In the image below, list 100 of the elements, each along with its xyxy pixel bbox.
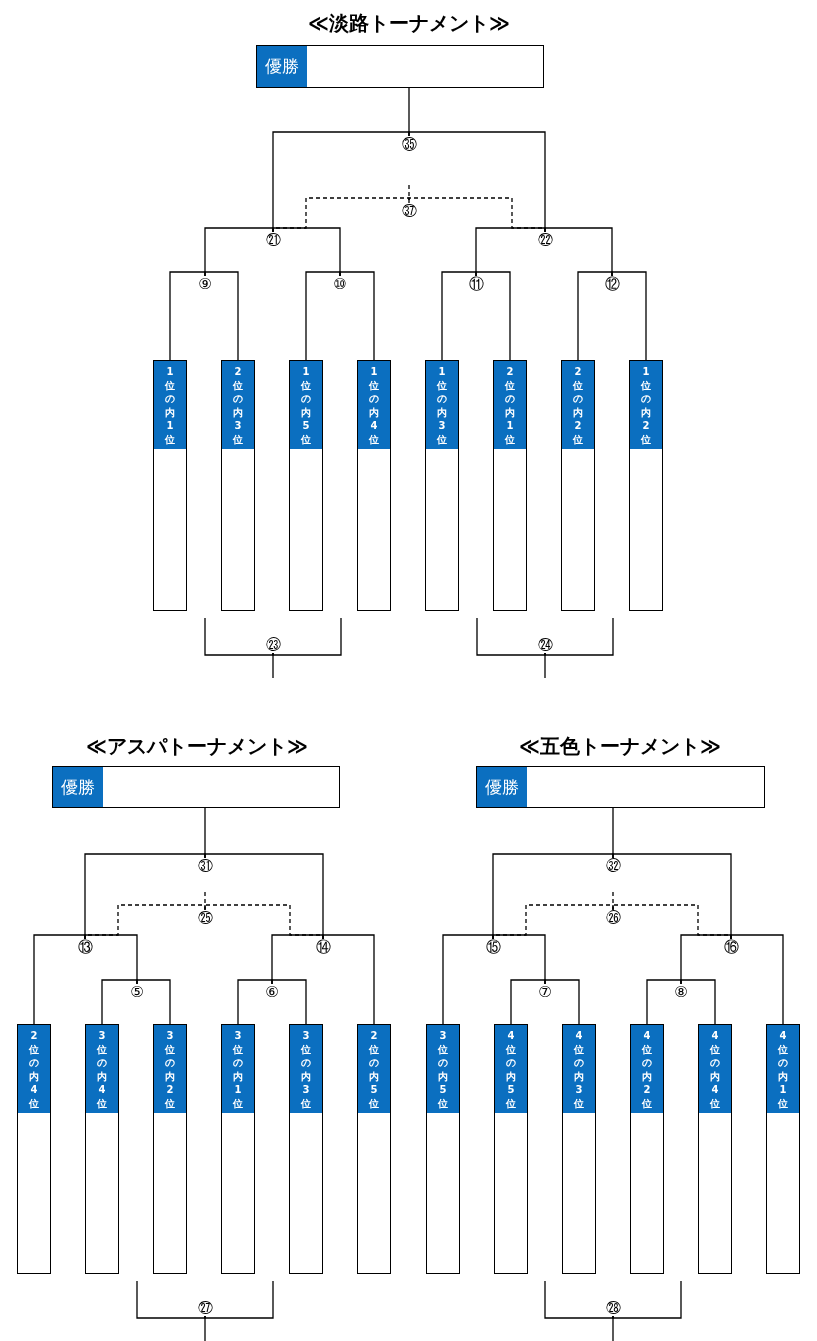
- seed-label: 4位の内3位: [563, 1025, 595, 1113]
- bracket-line: [544, 979, 580, 1025]
- bracket-line: [272, 227, 341, 277]
- seed-label: 3位の内1位: [222, 1025, 254, 1113]
- match-number: ⑩: [333, 276, 347, 292]
- bracket-line: [271, 979, 307, 1025]
- bracket-line: [408, 197, 546, 233]
- entry-box: [357, 1024, 391, 1274]
- match-number: ㉟: [401, 136, 417, 152]
- bracket-line: [544, 617, 614, 656]
- entry-box: [630, 1024, 664, 1274]
- winner-heading: 優勝: [53, 767, 103, 807]
- bracket-line: [339, 271, 375, 361]
- entry-box: [85, 1024, 119, 1274]
- match-number: ㉔: [537, 637, 553, 653]
- bracket-line: [475, 271, 511, 361]
- bracket-line: [272, 652, 274, 679]
- match-number: ⑮: [485, 939, 501, 955]
- seed-label: 2位の内1位: [494, 361, 526, 449]
- bracket-line: [612, 1280, 682, 1319]
- bracket-line: [612, 1315, 614, 1341]
- seed-label: 3位の内4位: [86, 1025, 118, 1113]
- bracket-line: [204, 1280, 274, 1319]
- seed-label: 1位の内4位: [358, 361, 390, 449]
- entry-box: [562, 1024, 596, 1274]
- winner-heading: 優勝: [477, 767, 527, 807]
- match-number: ㉖: [605, 910, 621, 926]
- seed-label: 2位の内2位: [562, 361, 594, 449]
- winner-entry-box: [476, 766, 765, 808]
- bracket-line: [272, 197, 410, 233]
- bracket-line: [442, 934, 494, 1025]
- bracket-line: [577, 271, 613, 361]
- bracket-line: [612, 807, 614, 859]
- entry-box: [221, 1024, 255, 1274]
- bracket-line: [611, 271, 647, 361]
- entry-box: [153, 1024, 187, 1274]
- bracket-line: [101, 979, 138, 1025]
- bracket-line: [492, 934, 546, 985]
- bracket-line: [136, 979, 171, 1025]
- bracket-line: [492, 904, 614, 940]
- bracket-line: [204, 904, 324, 940]
- seed-label: 4位の内5位: [495, 1025, 527, 1113]
- bracket-line: [544, 652, 546, 679]
- winner-entry-box: [52, 766, 340, 808]
- seed-label: 2位の内5位: [358, 1025, 390, 1113]
- tournament-title: ≪アスパトーナメント≫: [86, 733, 308, 760]
- bracket-line: [204, 227, 274, 277]
- bracket-line: [33, 934, 86, 1025]
- bracket-line: [680, 979, 716, 1025]
- entry-box: [425, 360, 459, 611]
- match-number: ⑫: [604, 276, 620, 292]
- seed-label: 4位の内2位: [631, 1025, 663, 1113]
- bracket-line: [612, 891, 614, 911]
- bracket-line: [305, 271, 341, 361]
- bracket-line: [237, 979, 273, 1025]
- match-number: ㉑: [265, 232, 281, 248]
- match-number: ㉓: [265, 637, 281, 653]
- match-number: ⑤: [130, 984, 144, 1000]
- bracket-line: [441, 271, 477, 361]
- winner-entry-box: [256, 45, 544, 88]
- match-number: ㉛: [197, 858, 213, 874]
- seed-label: 2位の内3位: [222, 361, 254, 449]
- bracket-line: [408, 184, 410, 204]
- entry-box: [17, 1024, 51, 1274]
- seed-label: 3位の内2位: [154, 1025, 186, 1113]
- match-number: ⑪: [468, 276, 484, 292]
- match-number: ⑭: [315, 939, 331, 955]
- bracket-line: [408, 87, 410, 137]
- bracket-line: [204, 807, 206, 859]
- entry-box: [561, 360, 595, 611]
- entry-box: [221, 360, 255, 611]
- bracket-line: [271, 934, 324, 985]
- bracket-line: [204, 891, 206, 911]
- seed-label: 1位の内3位: [426, 361, 458, 449]
- bracket-line: [204, 271, 239, 361]
- match-number: ㉜: [605, 858, 621, 874]
- match-number: ㉕: [197, 910, 213, 926]
- bracket-line: [544, 1280, 614, 1319]
- tournament-title: ≪淡路トーナメント≫: [308, 10, 510, 37]
- entry-box: [766, 1024, 800, 1274]
- bracket-line: [169, 271, 206, 361]
- tournament-title: ≪五色トーナメント≫: [519, 733, 721, 760]
- match-number: ⑥: [265, 984, 279, 1000]
- bracket-line: [476, 617, 546, 656]
- entry-box: [289, 1024, 323, 1274]
- entry-box: [153, 360, 187, 611]
- match-number: ⑧: [674, 984, 688, 1000]
- bracket-line: [84, 904, 206, 940]
- match-number: ⑦: [538, 984, 552, 1000]
- bracket-line: [272, 617, 342, 656]
- bracket-line: [84, 934, 138, 985]
- entry-box: [493, 360, 527, 611]
- bracket-line: [612, 904, 732, 940]
- seed-label: 1位の内5位: [290, 361, 322, 449]
- match-number: ㉘: [605, 1300, 621, 1316]
- seed-label: 2位の内4位: [18, 1025, 50, 1113]
- seed-label: 4位の内1位: [767, 1025, 799, 1113]
- match-number: ⑯: [723, 939, 739, 955]
- seed-label: 1位の内2位: [630, 361, 662, 449]
- bracket-line: [475, 227, 546, 277]
